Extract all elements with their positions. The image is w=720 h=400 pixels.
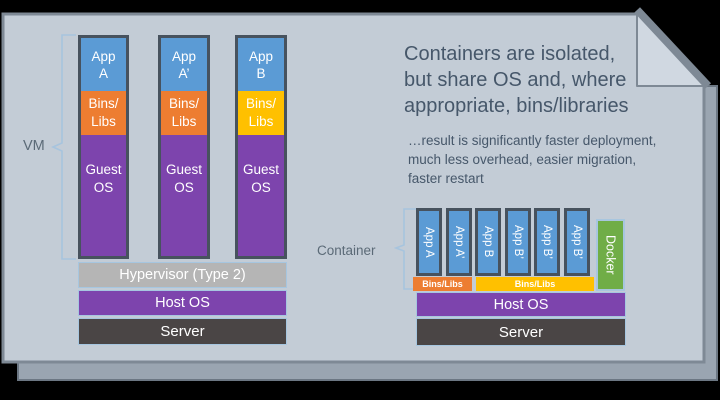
hypervisor-bar: Hypervisor (Type 2)	[78, 262, 287, 288]
container-app-4: App B’	[505, 208, 531, 276]
vm1-app-block: App A	[81, 38, 126, 91]
vm-column-1: App A Bins/ Libs Guest OS	[78, 35, 129, 259]
vm-column-3: App B Bins/ Libs Guest OS	[235, 35, 287, 259]
container-app-3: App B	[475, 208, 501, 276]
headline-text: Containers are isolated, but share OS an…	[404, 43, 629, 117]
vm-server-bar: Server	[78, 318, 287, 345]
vm3-app-block: App B	[238, 38, 284, 91]
container-bins-strip-left: Bins/Libs	[413, 277, 472, 291]
container-app-4-label: App B’	[512, 225, 524, 259]
container-app-2-label: App A’	[453, 225, 465, 259]
container-brace-icon	[394, 208, 416, 290]
container-app-2: App A’	[446, 208, 472, 276]
vm2-guest-os-block: Guest OS	[161, 135, 207, 256]
container-label: Container	[317, 243, 376, 258]
container-server-bar: Server	[416, 318, 626, 346]
container-app-5-label: App B’	[541, 225, 553, 259]
container-app-1-label: App A	[423, 226, 435, 258]
container-app-1: App A	[416, 208, 442, 276]
subtext-paragraph: …result is significantly faster deployme…	[408, 133, 657, 186]
container-app-5: App B’	[534, 208, 560, 276]
folded-corner-flap	[636, 13, 705, 87]
docker-label: Docker	[603, 235, 618, 275]
container-host-os-bar: Host OS	[416, 292, 626, 317]
container-bins-strip-right: Bins/Libs	[476, 277, 594, 291]
vm-host-os-bar: Host OS	[78, 290, 287, 316]
vm1-bins-block: Bins/ Libs	[81, 91, 126, 135]
vm1-guest-os-block: Guest OS	[81, 135, 126, 256]
container-app-6-label: App B’	[571, 225, 583, 259]
container-app-3-label: App B	[482, 226, 494, 258]
vm2-app-block: App A’	[161, 38, 207, 91]
vm3-bins-block: Bins/ Libs	[238, 91, 284, 135]
container-app-6: App B’	[564, 208, 590, 276]
vm-column-2: App A’ Bins/ Libs Guest OS	[158, 35, 210, 259]
vm-brace-icon	[51, 34, 76, 260]
vm3-guest-os-block: Guest OS	[238, 135, 284, 256]
vm-label: VM	[23, 138, 45, 154]
vm2-bins-block: Bins/ Libs	[161, 91, 207, 135]
docker-column: Docker	[596, 219, 625, 291]
